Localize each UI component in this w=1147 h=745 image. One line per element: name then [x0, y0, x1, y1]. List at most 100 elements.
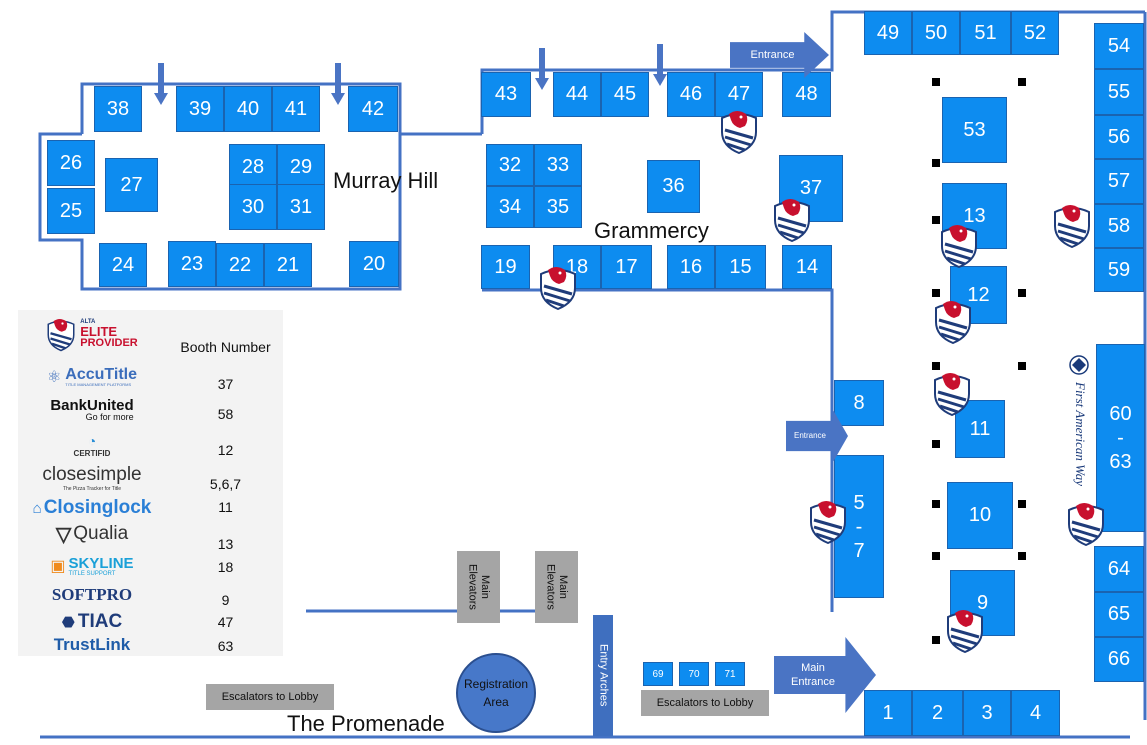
- qualia-mark-icon: ▽: [55, 523, 72, 546]
- booth-34[interactable]: 34: [486, 186, 534, 228]
- booth-54[interactable]: 54: [1094, 23, 1144, 69]
- booth-70[interactable]: 70: [679, 662, 709, 686]
- skyline-name: SKYLINE: [68, 554, 134, 572]
- booth-33[interactable]: 33: [534, 144, 582, 186]
- booth-24[interactable]: 24: [99, 243, 147, 287]
- booth-39[interactable]: 39: [176, 86, 224, 132]
- booth-23[interactable]: 23: [168, 241, 216, 287]
- tiac-logo: ⬣ TIAC: [18, 610, 166, 634]
- legend-row-softpro: SOFTPRO 9: [18, 580, 283, 610]
- booth-59[interactable]: 59: [1094, 248, 1144, 292]
- column-marker: [1018, 362, 1026, 370]
- booth-65[interactable]: 65: [1094, 592, 1144, 637]
- legend-header-row: ALTA ELITE PROVIDER Booth Number: [18, 310, 283, 358]
- legend-booth-qualia: 13: [217, 536, 234, 552]
- column-marker: [932, 78, 940, 86]
- legend-booth-certifid: 12: [217, 442, 234, 458]
- column-marker: [932, 159, 940, 167]
- registration-area: Registration Area: [456, 653, 536, 733]
- booth-28[interactable]: 28: [229, 144, 277, 190]
- booth-46[interactable]: 46: [667, 72, 715, 117]
- booth-14[interactable]: 14: [782, 245, 832, 289]
- alta-elite-provider-logo: ALTA ELITE PROVIDER: [18, 310, 166, 358]
- booth-27[interactable]: 27: [105, 158, 158, 212]
- booth-41[interactable]: 41: [272, 86, 320, 132]
- booth-22[interactable]: 22: [216, 243, 264, 287]
- column-marker: [1018, 500, 1026, 508]
- booth-10[interactable]: 10: [947, 482, 1013, 549]
- alta-shield-icon: [932, 370, 972, 416]
- booth-25[interactable]: 25: [47, 188, 95, 234]
- booth-60-63[interactable]: 60 - 63: [1096, 344, 1145, 532]
- booth-69[interactable]: 69: [643, 662, 673, 686]
- booth-3[interactable]: 3: [963, 690, 1011, 736]
- booth-64[interactable]: 64: [1094, 546, 1144, 592]
- booth-38[interactable]: 38: [94, 86, 142, 132]
- booth-4[interactable]: 4: [1011, 690, 1060, 736]
- booth-51[interactable]: 51: [960, 11, 1011, 55]
- booth-35[interactable]: 35: [534, 186, 582, 228]
- alta-logo-text-top: ALTA: [80, 319, 96, 325]
- booth-49[interactable]: 49: [864, 11, 912, 55]
- eagle-emblem-icon: [1069, 355, 1089, 375]
- booth-55[interactable]: 55: [1094, 69, 1144, 115]
- legend-row-tiac: ⬣ TIAC 47: [18, 610, 283, 634]
- booth-26[interactable]: 26: [47, 140, 95, 186]
- booth-15[interactable]: 15: [715, 245, 766, 289]
- booth-2[interactable]: 2: [912, 690, 963, 736]
- entry-arches: Entry Arches: [593, 615, 613, 736]
- booth-40[interactable]: 40: [224, 86, 272, 132]
- booth-57[interactable]: 57: [1094, 159, 1144, 204]
- main-elevators-1-label: Main Elevators: [466, 564, 492, 610]
- down-arrow-icon: [331, 63, 345, 105]
- booth-44[interactable]: 44: [553, 72, 601, 117]
- booth-58[interactable]: 58: [1094, 204, 1144, 248]
- booth-17[interactable]: 17: [601, 245, 652, 289]
- down-arrow-icon: [535, 48, 549, 90]
- booth-11[interactable]: 11: [955, 400, 1005, 458]
- column-marker: [932, 362, 940, 370]
- booth-45[interactable]: 45: [601, 72, 649, 117]
- alta-shield-icon: [538, 264, 578, 310]
- booth-31[interactable]: 31: [277, 184, 325, 230]
- murray-hill-wall: [38, 82, 402, 291]
- legend-row-qualia: ▽ Qualia 13: [18, 518, 283, 554]
- booth-43[interactable]: 43: [481, 72, 531, 117]
- legend-row-certifid: ◔ CERTIFID 12: [18, 428, 283, 464]
- booth-21[interactable]: 21: [264, 243, 312, 287]
- booth-16[interactable]: 16: [667, 245, 715, 289]
- accutitle-logo: ⚛ AccuTitle TITLE MANAGEMENT PLATFORMS: [18, 362, 166, 392]
- booth-53[interactable]: 53: [942, 97, 1007, 163]
- tiac-mark-icon: ⬣: [61, 614, 75, 631]
- booth-71[interactable]: 71: [715, 662, 745, 686]
- booth-66[interactable]: 66: [1094, 637, 1144, 682]
- accutitle-tagline: TITLE MANAGEMENT PLATFORMS: [65, 382, 132, 387]
- legend-row-accutitle: ⚛ AccuTitle TITLE MANAGEMENT PLATFORMS 3…: [18, 362, 283, 398]
- skyline-tagline: TITLE SUPPORT: [68, 570, 116, 577]
- booth-52[interactable]: 52: [1011, 11, 1059, 55]
- main-elevators-1: Main Elevators: [457, 551, 500, 623]
- booth-29[interactable]: 29: [277, 144, 325, 190]
- booth-1[interactable]: 1: [864, 690, 912, 736]
- booth-42[interactable]: 42: [348, 86, 398, 132]
- legend-booth-closinglock: 11: [218, 499, 233, 515]
- booth-36[interactable]: 36: [647, 160, 700, 213]
- booth-37[interactable]: 37: [779, 155, 843, 222]
- booth-48[interactable]: 48: [782, 72, 831, 117]
- softpro-logo: SOFTPRO: [18, 580, 166, 610]
- booth-8[interactable]: 8: [834, 380, 884, 426]
- legend-booth-closesimple: 5,6,7: [209, 476, 242, 492]
- column-marker: [932, 552, 940, 560]
- booth-56[interactable]: 56: [1094, 115, 1144, 159]
- booth-20[interactable]: 20: [349, 241, 399, 287]
- booth-50[interactable]: 50: [912, 11, 960, 55]
- booth-19[interactable]: 19: [481, 245, 530, 289]
- certifid-mark-icon: ◔: [87, 432, 97, 449]
- atom-icon: ⚛: [46, 369, 62, 386]
- qualia-logo: ▽ Qualia: [18, 518, 166, 550]
- alta-shield-icon: [719, 108, 759, 154]
- softpro-name: SOFTPRO: [51, 585, 133, 604]
- booth-32[interactable]: 32: [486, 144, 534, 186]
- alta-shield-icon: [1066, 500, 1106, 546]
- booth-30[interactable]: 30: [229, 184, 277, 230]
